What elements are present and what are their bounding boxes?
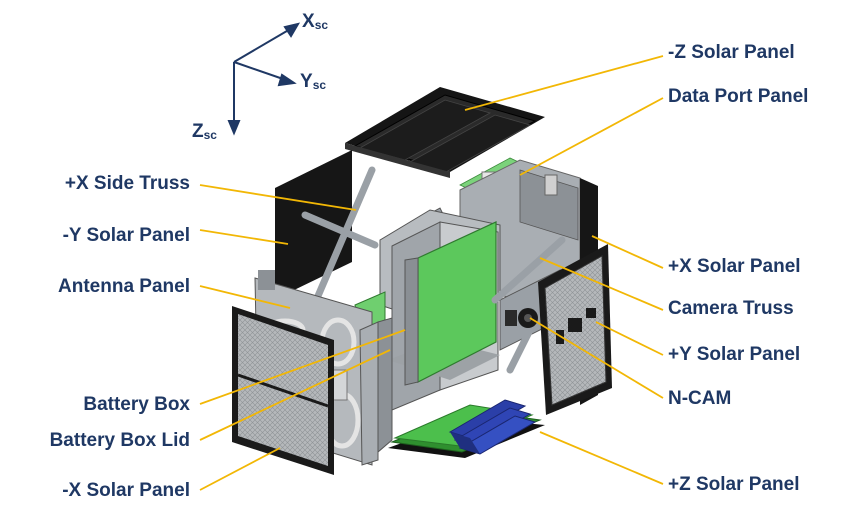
axis-z-label: Zsc: [192, 121, 217, 143]
label-pos-z-solar-panel: +Z Solar Panel: [668, 474, 800, 495]
label-neg-z-solar-panel: -Z Solar Panel: [668, 42, 795, 63]
coordinate-axes: [227, 22, 301, 136]
label-antenna-panel: Antenna Panel: [58, 276, 190, 297]
label-neg-y-solar-panel: -Y Solar Panel: [62, 225, 190, 246]
axis-x-label: Xsc: [302, 11, 329, 33]
label-pos-x-side-truss: +X Side Truss: [64, 173, 190, 194]
label-neg-x-solar-panel: -X Solar Panel: [62, 480, 190, 501]
neg-z-solar-panel: [345, 87, 545, 178]
label-data-port-panel: Data Port Panel: [668, 86, 809, 107]
neg-x-solar-panel: [232, 306, 334, 475]
label-ncam: N-CAM: [668, 388, 732, 409]
leader-antenna: [199, 285, 291, 309]
label-camera-truss: Camera Truss: [668, 298, 794, 319]
leader-camera-truss: [539, 257, 664, 311]
leader-pos-y-solar: [595, 321, 664, 356]
leader-pos-x-solar: [591, 235, 664, 269]
leader-battery-box: [199, 329, 406, 405]
label-pos-y-solar-panel: +Y Solar Panel: [668, 344, 801, 365]
leader-neg-y-solar: [199, 229, 289, 245]
pos-x-side-truss: [301, 166, 379, 300]
battery-pack: [448, 399, 537, 455]
leader-battery-lid: [199, 349, 391, 441]
axis-y-label: Ysc: [300, 71, 327, 93]
leader-pos-z-solar: [539, 431, 664, 485]
label-pos-x-solar-panel: +X Solar Panel: [668, 256, 801, 277]
leader-neg-x-solar: [199, 447, 281, 491]
leader-lines: [199, 55, 664, 491]
leader-data-port: [519, 97, 664, 176]
leader-pos-x-truss: [199, 184, 357, 211]
label-battery-box-lid: Battery Box Lid: [49, 430, 190, 451]
battery-box-pcb: [354, 221, 497, 386]
leader-neg-z-solar: [464, 55, 664, 111]
leader-ncam: [529, 317, 664, 399]
label-battery-box: Battery Box: [83, 394, 190, 415]
